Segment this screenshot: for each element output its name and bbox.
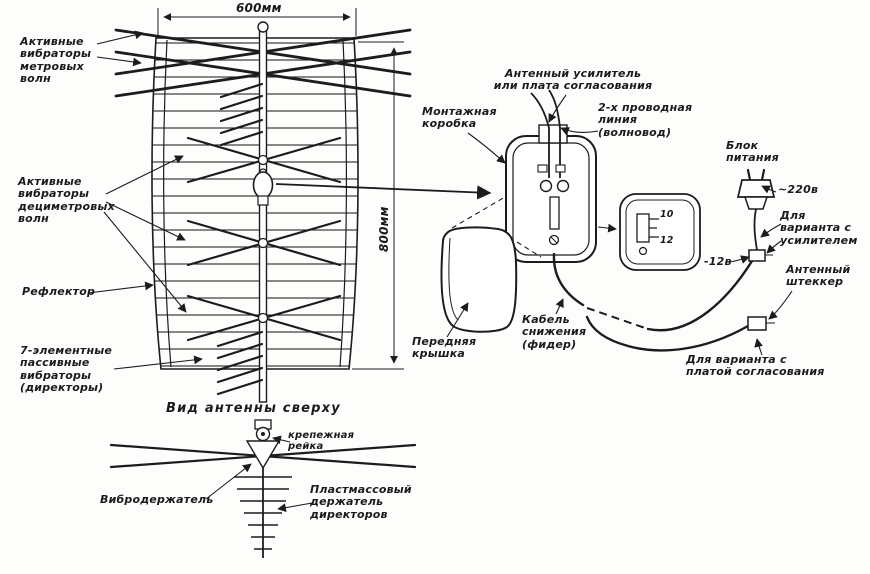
psu-plug-body: [736, 179, 776, 198]
label-meter-vibrators: Активные вибраторы метровых волн: [20, 35, 92, 85]
leader-meter-vibrators: [96, 30, 144, 45]
front-cover-shape: [440, 226, 518, 333]
cable-to-antenna-plug: [585, 315, 750, 352]
antenna-mast: [258, 29, 268, 403]
label-vibrator-holder: Вибродержатель: [100, 493, 214, 506]
leader-feeder-cable: [555, 298, 564, 315]
label-directors: 7-элементные пассивные вибраторы (директ…: [20, 344, 113, 394]
label-two-wire-line: 2-х проводная линия (волновод): [598, 101, 693, 139]
power-supply-drawing: [728, 168, 793, 356]
leader-front-cover: [446, 302, 469, 338]
leader-amp-variant: [760, 223, 782, 238]
cover-assembly-dashes: [451, 196, 542, 258]
reflector-inner-edge-left: [163, 39, 172, 368]
label-front-cover: Передняя крышка: [412, 335, 477, 361]
junction-box-drawing: [440, 89, 754, 352]
front-cover-inner-line: [448, 237, 459, 321]
leader-mounting-box: [467, 132, 506, 164]
detail-pointer-arrow: [275, 183, 492, 200]
amp-connector: [748, 249, 766, 262]
cable-holder: [549, 196, 560, 230]
label-psu: Блок питания: [726, 139, 779, 165]
connector-inset-inner: [625, 199, 695, 265]
vibrator-mount: [257, 154, 269, 166]
plug-prongs: [746, 168, 766, 182]
leader-mains: [761, 185, 777, 194]
label-feeder-cable: Кабель снижения (фидер): [522, 313, 587, 351]
leader-uhf-vibrators: [105, 155, 184, 195]
leader-antenna-plug: [768, 290, 793, 320]
dim-width-label: 600мм: [236, 1, 282, 15]
front-view-drawing: [87, 8, 492, 403]
director-holder-bars: [234, 476, 292, 550]
leader-match-variant: [754, 338, 763, 356]
reflector-inner-edge-right: [339, 39, 348, 368]
label-reflector: Рефлектор: [22, 285, 96, 298]
leader-to-inset: [597, 223, 617, 233]
inset-pin-bottom-label: 12: [660, 235, 674, 246]
dim-width-extensions: [157, 8, 357, 36]
terminal-screw: [556, 179, 570, 193]
top-view-title: Вид антенны сверху: [166, 401, 341, 416]
leader-vibrator-holder: [205, 463, 252, 500]
label-mounting-rail: крепежная рейка: [288, 430, 355, 453]
director-elements-upper: [219, 82, 264, 147]
vibrator-mount: [257, 237, 269, 249]
leader-two-wire: [560, 127, 599, 136]
feeder-cable-dashed: [586, 307, 649, 330]
inset-screw: [638, 246, 648, 256]
leader-amplifier: [548, 94, 567, 123]
terminal-screw: [539, 179, 553, 193]
feeder-cable-shape: [552, 252, 585, 307]
antenna-plug-connector: [747, 316, 767, 331]
director-elements-lower: [216, 330, 264, 396]
label-match-variant: Для варианта с платой согласования: [686, 353, 825, 379]
leader-uhf-vibrators: [105, 201, 186, 241]
junction-bulb-base: [257, 195, 269, 206]
vibrator-mount: [257, 312, 269, 324]
label-amp-variant: Для варианта с усилителем: [780, 209, 858, 247]
terminal-block: [555, 164, 566, 173]
label-amplifier: Антенный усилитель или плата согласовани…: [493, 67, 653, 93]
leader-amp-variant: [766, 240, 782, 254]
inset-pin-top-label: 10: [660, 209, 674, 220]
junction-bulb: [252, 171, 274, 199]
dim-height-extensions: [352, 41, 404, 370]
label-plastic-holder: Пластмассовый держатель директоров: [310, 483, 412, 521]
leader-meter-vibrators: [96, 56, 142, 67]
fixing-screw-slot: [550, 236, 558, 244]
cable-to-amp-connector: [646, 259, 754, 332]
dim-height-label: 800мм: [377, 206, 391, 252]
leader-uhf-vibrators: [103, 211, 187, 313]
psu-cord: [753, 208, 758, 251]
reflector-panel: [151, 37, 359, 370]
mast-top-cap: [257, 21, 269, 33]
leader-reflector: [87, 281, 154, 294]
leader-mounting-rail: [272, 435, 291, 445]
label-mounting-box: Монтажная коробка: [422, 105, 497, 131]
label-uhf-vibrators: Активные вибраторы дециметровых волн: [18, 175, 115, 225]
inset-connector-pins: [649, 218, 659, 238]
leader-plastic-holder: [277, 502, 313, 512]
inset-connector-body: [636, 213, 650, 243]
terminal-block: [537, 164, 548, 173]
leader-directors: [113, 355, 203, 370]
label-antenna-plug: Антенный штеккер: [786, 263, 851, 289]
topview-hub-dot: [261, 432, 265, 436]
leader-dc: [728, 255, 750, 264]
top-view-drawing: [109, 419, 417, 558]
psu-plug-base: [743, 196, 769, 210]
vibrator-holder-cone: [245, 440, 281, 470]
cable-clamp: [538, 124, 568, 144]
label-mains-voltage: ~220в: [778, 183, 819, 196]
label-dc-voltage: -12в: [704, 255, 732, 268]
connector-inset-frame: [619, 193, 701, 271]
